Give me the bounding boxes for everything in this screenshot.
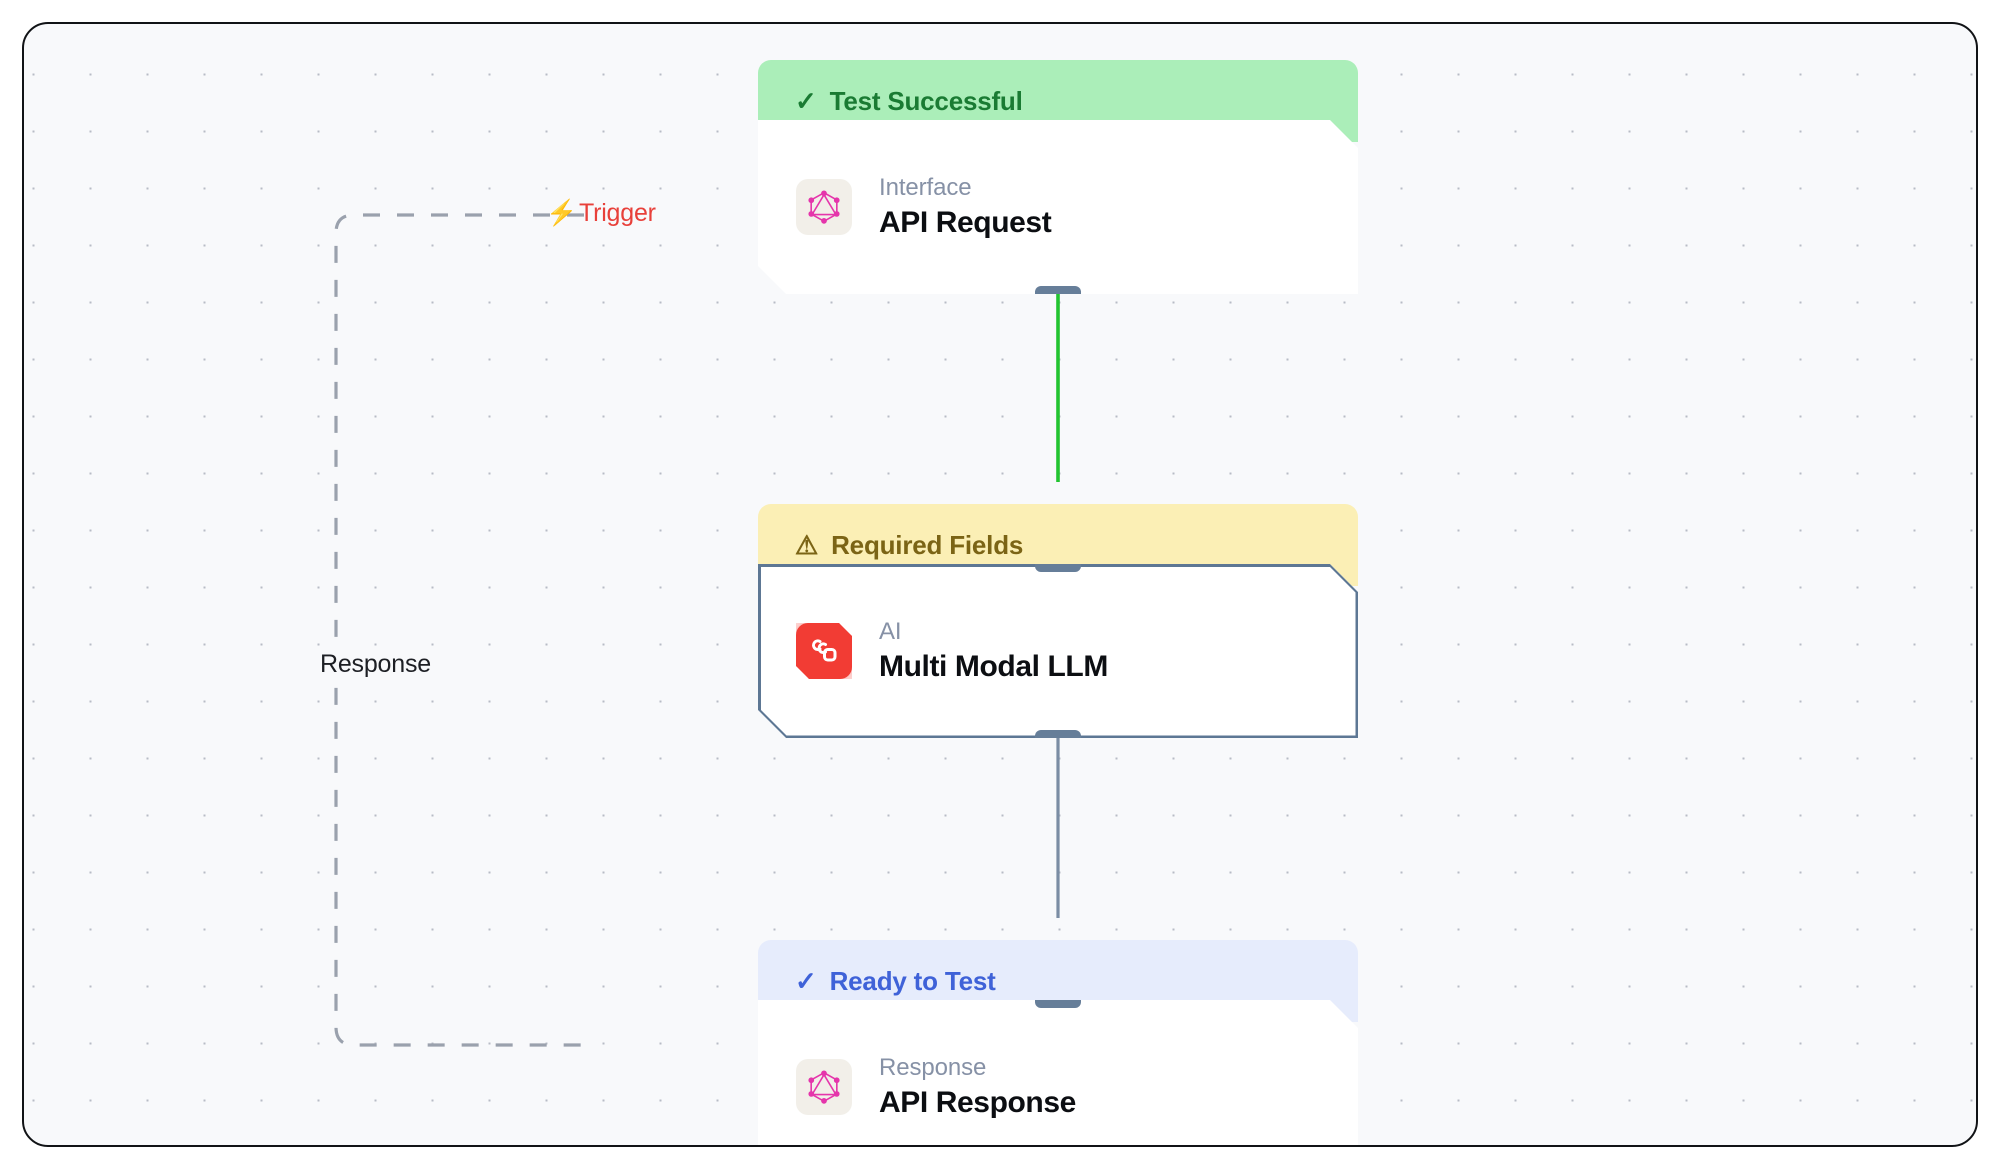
node-category: Response xyxy=(879,1054,987,1081)
edge-label-response: Response xyxy=(312,647,439,682)
node-multi-modal-llm[interactable]: ⚠ Required Fields AI Multi Modal LLM xyxy=(758,504,1358,738)
handle-source-bottom[interactable] xyxy=(1035,730,1081,746)
status-badge-label: Ready to Test xyxy=(829,965,996,996)
node-api-response[interactable]: ✓ Ready to Test xyxy=(758,940,1358,1147)
status-badge-label: Required Fields xyxy=(831,529,1024,560)
graphql-icon xyxy=(796,1059,852,1115)
warning-triangle-icon: ⚠ xyxy=(795,530,819,560)
flow-canvas[interactable]: ⚡ Trigger Response ✓ Test Successful xyxy=(22,22,1978,1147)
node-title: Multi Modal LLM xyxy=(879,650,1108,683)
node-title: API Response xyxy=(879,1086,1076,1119)
node-card-body[interactable]: AI Multi Modal LLM xyxy=(758,564,1358,738)
edge-label-response-text: Response xyxy=(320,650,431,678)
check-icon: ✓ xyxy=(795,966,817,996)
edge-label-trigger: ⚡ Trigger xyxy=(546,199,656,228)
node-category: AI xyxy=(879,618,902,645)
ai-model-icon xyxy=(796,623,852,679)
handle-source-bottom[interactable] xyxy=(1035,286,1081,302)
lightning-bolt-icon: ⚡ xyxy=(546,199,577,227)
check-icon: ✓ xyxy=(795,86,817,116)
node-card-body[interactable]: Response API Response xyxy=(758,1000,1358,1147)
node-title: API Request xyxy=(879,206,1052,239)
edge-trigger-path xyxy=(334,213,584,1047)
node-text-group: AI Multi Modal LLM xyxy=(879,618,1108,684)
status-badge-label: Test Successful xyxy=(829,85,1023,116)
node-text-group: Interface API Request xyxy=(879,174,1051,240)
node-api-request[interactable]: ✓ Test Successful xyxy=(758,60,1358,294)
graphql-icon xyxy=(796,179,852,235)
edge-label-trigger-text: Trigger xyxy=(578,199,656,227)
node-card-body[interactable]: Interface API Request xyxy=(758,120,1358,294)
node-category: Interface xyxy=(879,174,972,201)
node-text-group: Response API Response xyxy=(879,1054,1076,1120)
